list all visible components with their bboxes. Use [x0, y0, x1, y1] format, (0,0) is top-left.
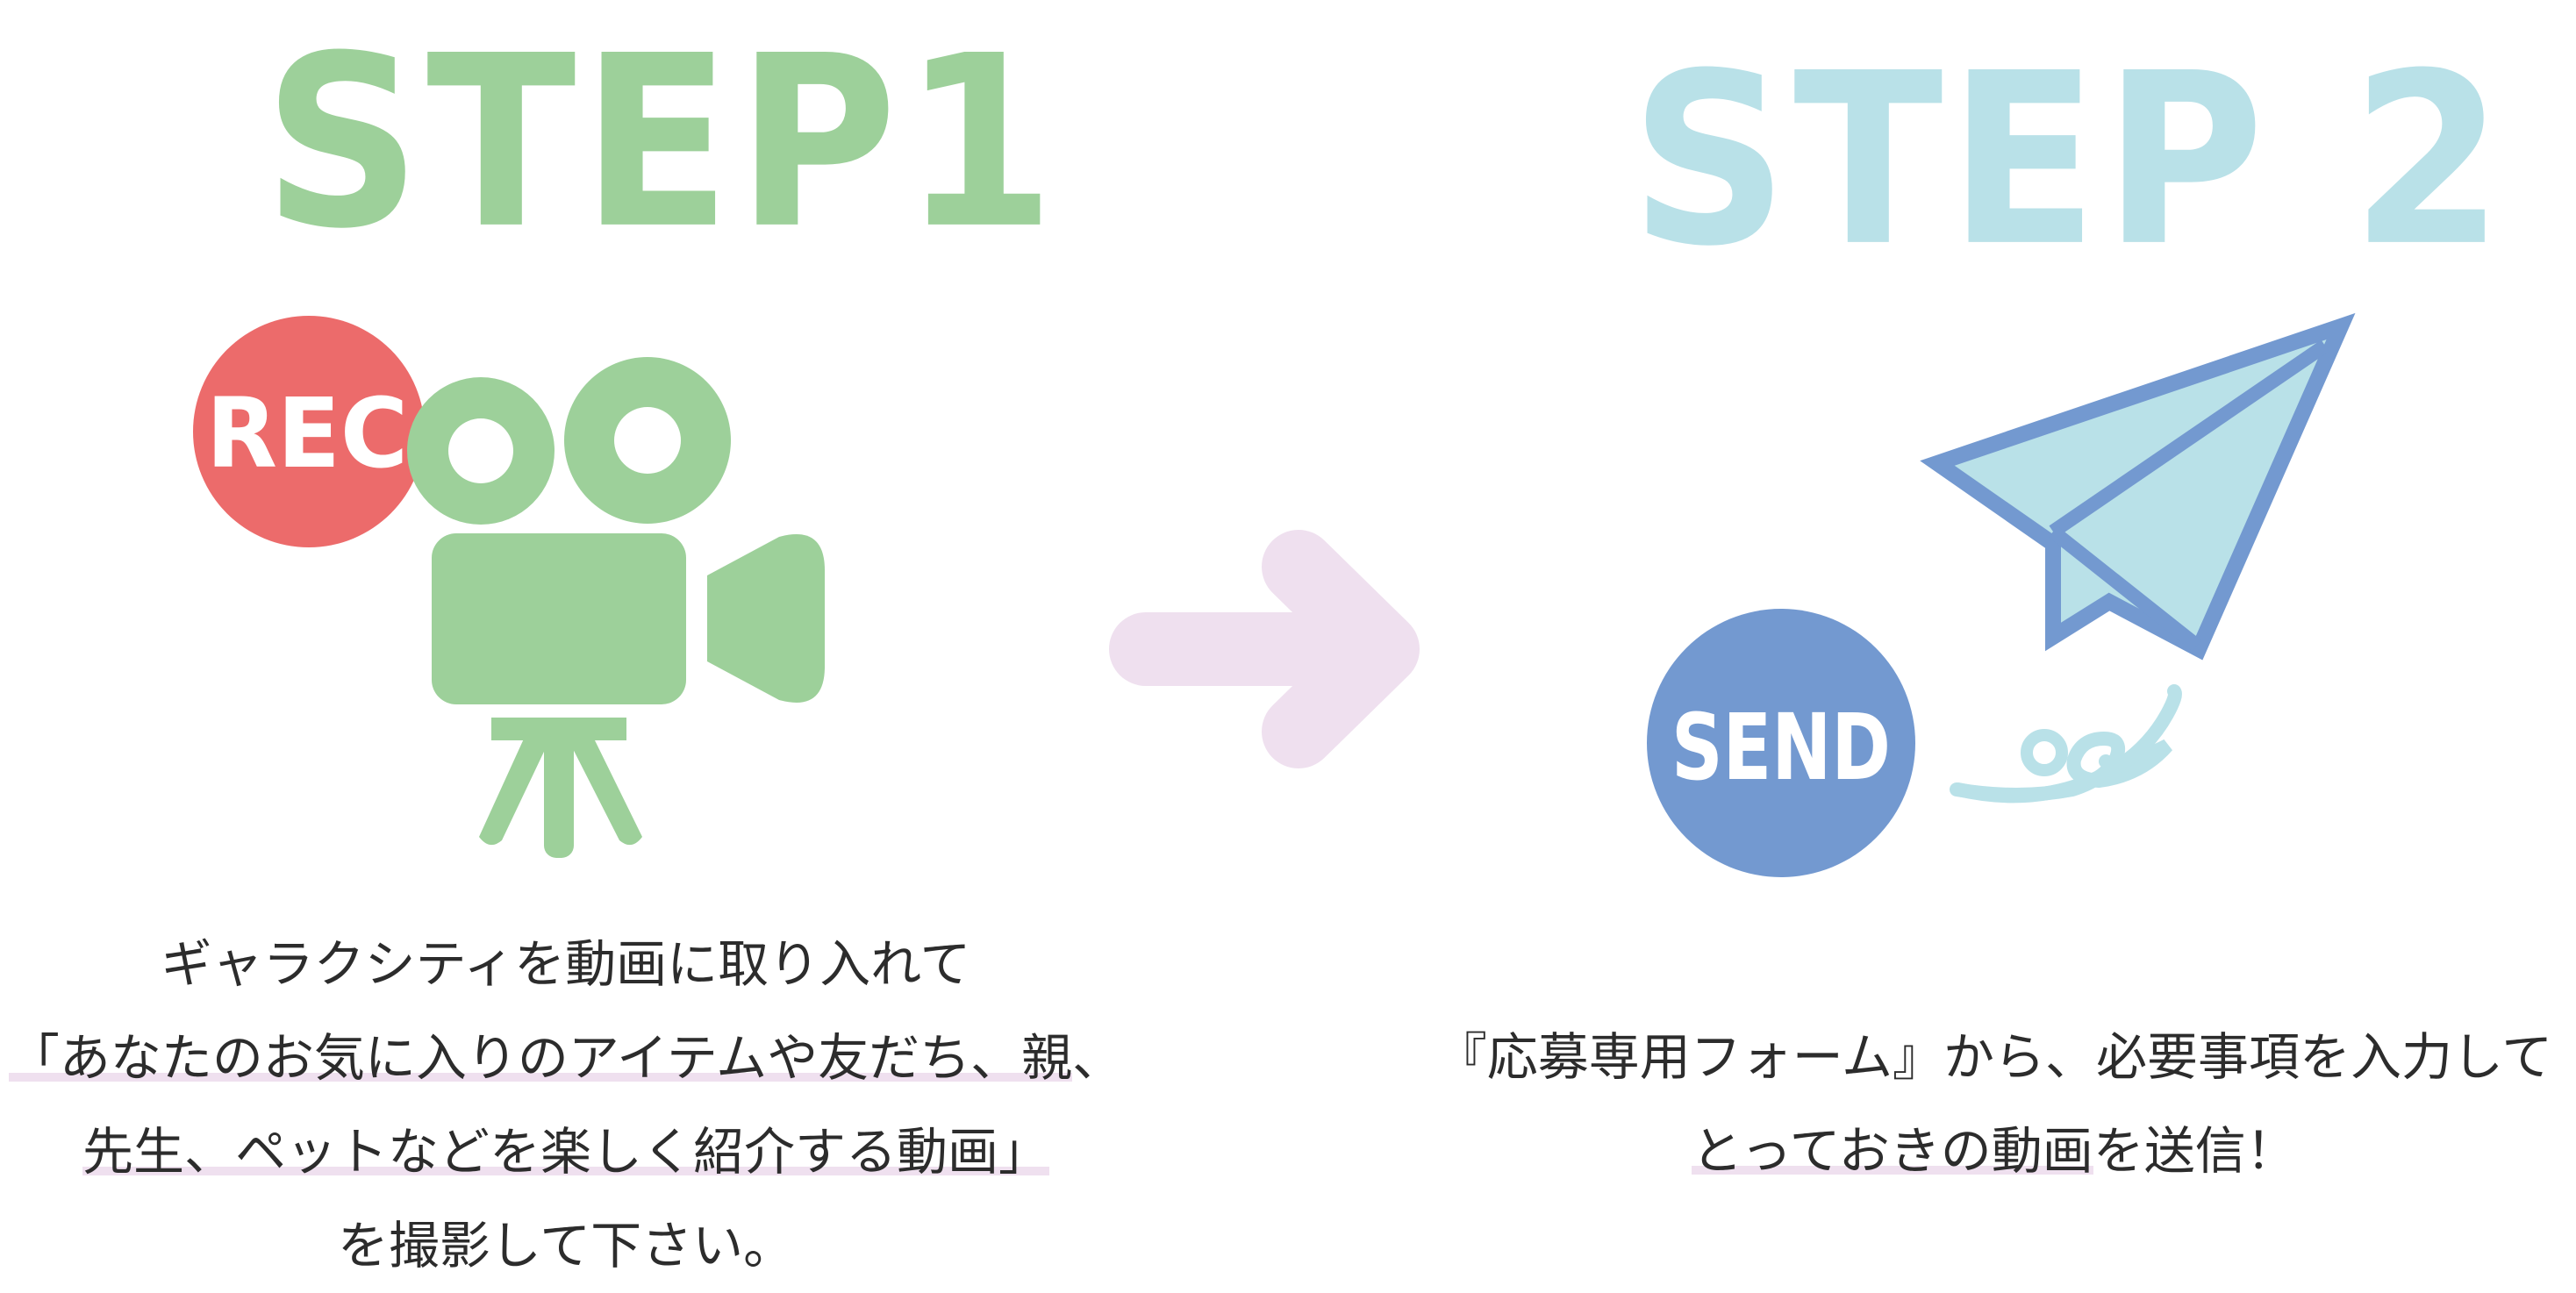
paper-plane-icon [1920, 312, 2356, 661]
step2-title: STEP 2 [1630, 22, 2509, 298]
step2-caption-line2-underlined: とっておきの動画 [1692, 1121, 2093, 1181]
tripod-right-leg [567, 737, 642, 846]
step1-caption-line2-underlined: 「あなたのお気に入りのアイテムや友だち、親 [8, 1028, 1073, 1088]
step2-caption: 『応募専用フォーム』から、必要事項を入力して とっておきの動画を送信！ [1413, 1011, 2576, 1198]
step1-caption-line3: 先生、ペットなどを楽しく紹介する動画」 [0, 1105, 1132, 1199]
step1-caption-line2-rest: 、 [1072, 1028, 1124, 1088]
camera-lens [707, 534, 825, 703]
step1-caption: ギャラクシティを動画に取り入れて 「あなたのお気に入りのアイテムや友だち、親、 … [0, 918, 1132, 1293]
step1-caption-line1: ギャラクシティを動画に取り入れて [161, 934, 971, 994]
camera-reel-left-hole [448, 418, 513, 483]
paper-plane-fold-lower [2049, 525, 2201, 652]
camera-reel-right-hole [614, 407, 681, 474]
step1-caption-line3-underlined: 先生、ペットなどを楽しく紹介する動画」 [82, 1122, 1049, 1182]
rec-badge-circle [193, 316, 425, 547]
step1-caption-line4: を撮影して下さい。 [337, 1216, 795, 1275]
send-badge-circle [1647, 609, 1915, 877]
step2-caption-line2-rest: を送信！ [2093, 1121, 2297, 1181]
rec-badge-label: REC [206, 377, 408, 489]
send-badge-label: SEND [1671, 694, 1891, 801]
swoosh-trail-curve [1951, 684, 2182, 804]
right-arrow-icon [1109, 530, 1420, 768]
step1-title: STEP1 [263, 4, 1061, 281]
camera-body [432, 533, 686, 704]
swoosh-trail-loop [2021, 729, 2068, 776]
step2-caption-line1: 『応募専用フォーム』から、必要事項を入力して [1435, 1027, 2553, 1087]
step1-caption-line2: 「あなたのお気に入りのアイテムや友だち、親、 [0, 1011, 1132, 1105]
step2-caption-line2: とっておきの動画を送信！ [1413, 1104, 2576, 1198]
tripod-left-leg [479, 737, 551, 846]
tripod-center-leg [544, 735, 574, 858]
video-camera-icon [193, 316, 825, 858]
paper-plane-fold [2049, 339, 2329, 538]
